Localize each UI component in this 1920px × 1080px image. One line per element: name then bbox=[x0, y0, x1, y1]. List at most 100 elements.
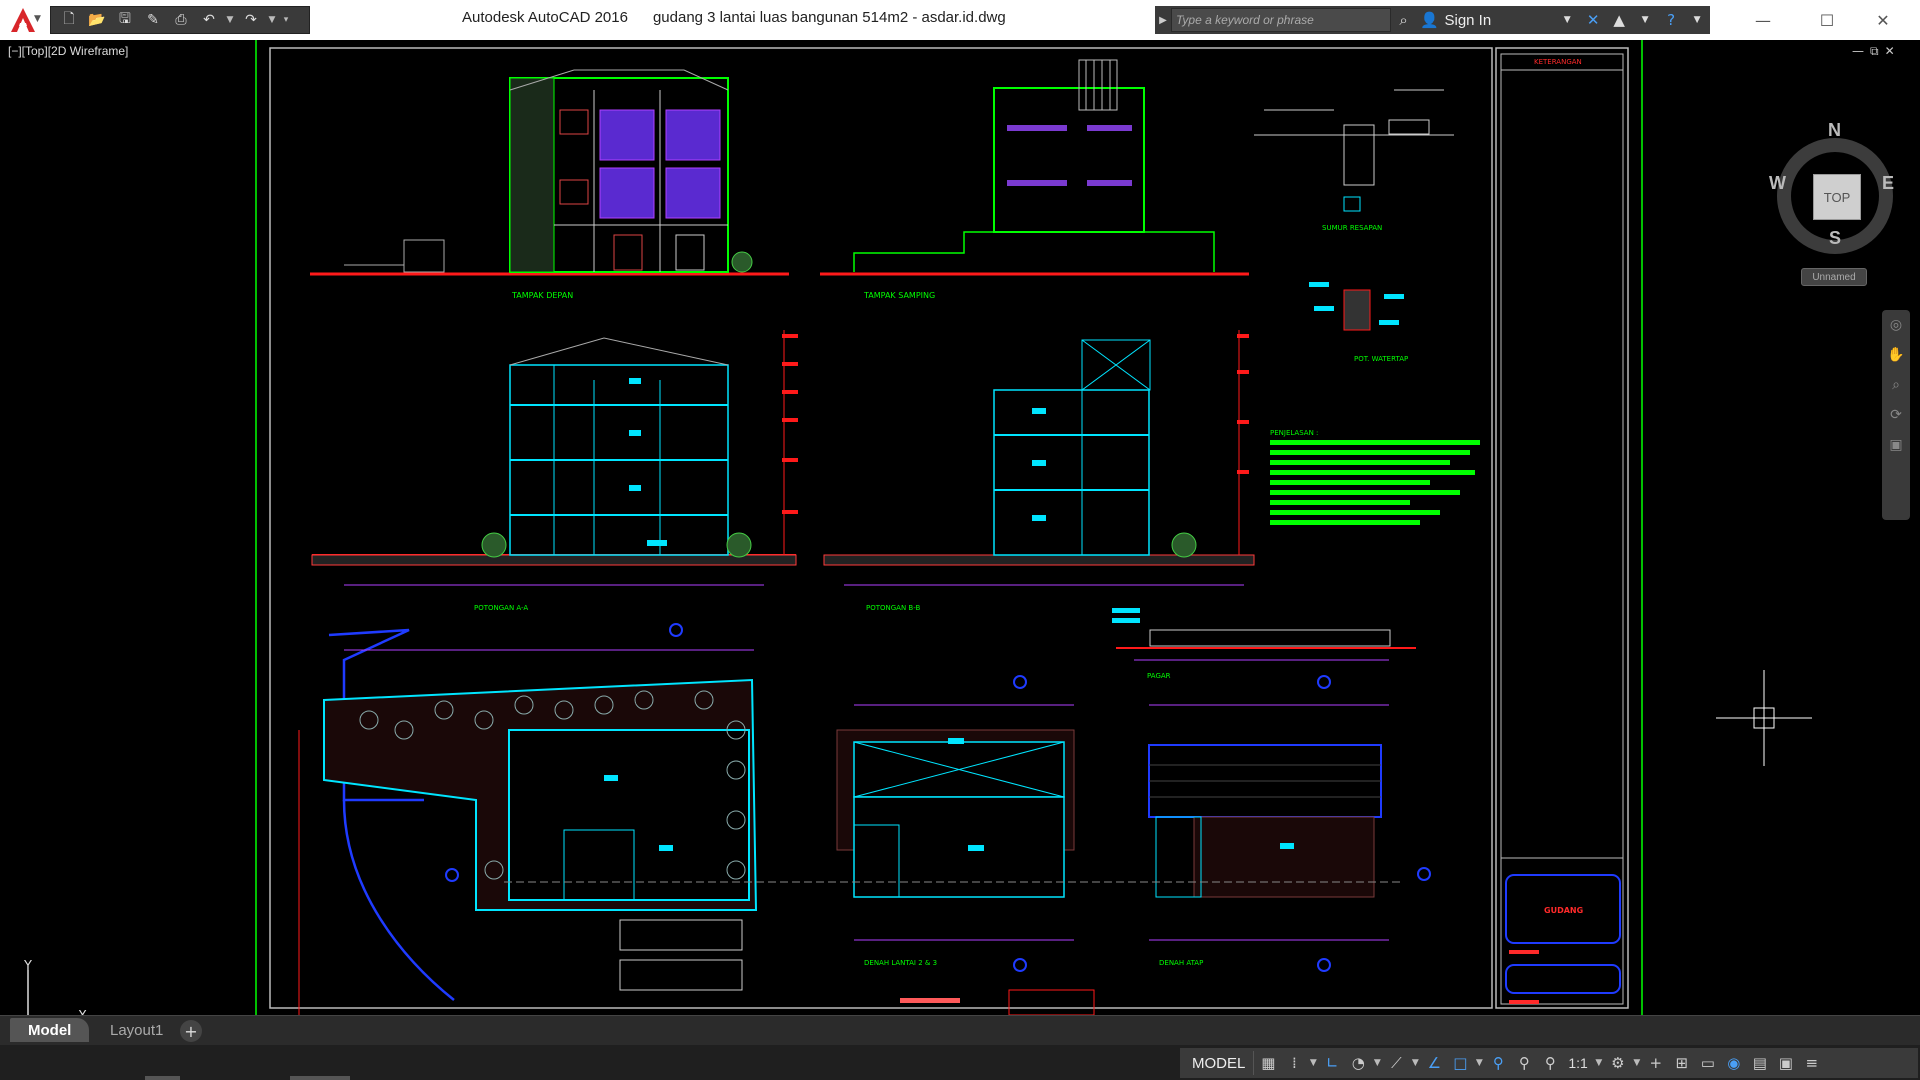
search-input[interactable] bbox=[1170, 8, 1391, 32]
annotation-scale-value[interactable]: 1:1 bbox=[1568, 1055, 1588, 1071]
compass-east[interactable]: E bbox=[1882, 173, 1895, 193]
isodraft-icon[interactable]: ⟋ bbox=[1391, 1054, 1402, 1072]
search-expand-icon[interactable]: ▶ bbox=[1159, 14, 1167, 26]
save-as-icon[interactable]: ✎ bbox=[147, 12, 159, 28]
front-elevation-drawing: TAMPAK DEPAN bbox=[310, 69, 789, 300]
showmotion-icon[interactable]: ▣ bbox=[1889, 437, 1903, 453]
notes-block: PENJELASAN : bbox=[1270, 429, 1480, 525]
clean-screen-icon[interactable]: ▣ bbox=[1778, 1054, 1793, 1072]
notes-title: PENJELASAN : bbox=[1270, 429, 1318, 437]
scale-dropdown-icon[interactable]: ▼ bbox=[1595, 1058, 1603, 1068]
compass-north[interactable]: N bbox=[1828, 120, 1841, 140]
application-menu-button[interactable] bbox=[4, 4, 42, 36]
status-bar: MODEL ▦ ⁞ ▼ ∟ ◔ ▼ ⟋ ▼ ∠ □ ▼ ⚲ ⚲ ⚲ 1:1 ▼ … bbox=[0, 1045, 1920, 1080]
ucs-x-label: X bbox=[78, 1009, 87, 1015]
zoom-icon[interactable]: ⌕ bbox=[1892, 377, 1900, 393]
title-bar: ▼ 🗋 📂 🖫 ✎ ⎙ ↶ ▼ ↷ ▼ ▾ Autodesk AutoCAD 2… bbox=[0, 0, 1920, 40]
annotation-monitor-icon[interactable]: + bbox=[1649, 1054, 1663, 1072]
project-name-label: GUDANG bbox=[1544, 906, 1583, 915]
model-space-button[interactable]: MODEL bbox=[1184, 1051, 1255, 1075]
caption-section-a: POTONGAN A-A bbox=[474, 604, 528, 612]
window-title: Autodesk AutoCAD 2016 gudang 3 lantai lu… bbox=[462, 9, 1006, 26]
open-file-icon[interactable]: 📂 bbox=[88, 12, 106, 28]
undo-icon[interactable]: ↶ bbox=[203, 12, 215, 28]
section-a-drawing: POTONGAN A-A bbox=[311, 330, 798, 612]
tab-layout1[interactable]: Layout1 bbox=[110, 1021, 164, 1039]
polar-dropdown-icon[interactable]: ▼ bbox=[1373, 1058, 1381, 1068]
plot-icon[interactable]: ⎙ bbox=[175, 12, 187, 28]
viewcube-top-face[interactable]: TOP bbox=[1813, 174, 1861, 220]
customize-qat-icon[interactable]: ▾ bbox=[283, 15, 289, 25]
pan-icon[interactable]: ✋ bbox=[1887, 347, 1905, 363]
cad-drawing[interactable]: TAMPAK DEPAN TAMPAK SAMPING bbox=[4, 40, 1916, 1015]
viewport-controls-label[interactable]: [−][Top][2D Wireframe] bbox=[8, 44, 129, 58]
snap-dropdown-icon[interactable]: ▼ bbox=[1309, 1058, 1317, 1068]
caption-front-elevation: TAMPAK DEPAN bbox=[511, 291, 573, 300]
workspace-gear-icon[interactable]: ⚙ bbox=[1611, 1054, 1625, 1072]
object-snap-icon[interactable]: □ bbox=[1453, 1054, 1468, 1072]
compass-west[interactable]: W bbox=[1769, 173, 1786, 193]
snap-icon[interactable]: ⁞ bbox=[1291, 1054, 1297, 1072]
exchange-icon[interactable]: ✕ bbox=[1586, 11, 1600, 29]
viewport-minimize-button[interactable]: — bbox=[1852, 44, 1864, 58]
viewport-window-controls: — ⧉ ✕ bbox=[1852, 44, 1895, 59]
caption-floor-plan-2-3: DENAH LANTAI 2 & 3 bbox=[864, 959, 937, 967]
object-snap-tracking-icon[interactable]: ∠ bbox=[1427, 1054, 1442, 1072]
sign-in-dropdown-icon[interactable]: ▼ bbox=[1563, 15, 1571, 25]
minimize-button[interactable]: — bbox=[1755, 10, 1771, 30]
customization-icon[interactable]: ≡ bbox=[1805, 1054, 1819, 1072]
isodraft-dropdown-icon[interactable]: ▼ bbox=[1411, 1058, 1419, 1068]
ortho-icon[interactable]: ∟ bbox=[1326, 1054, 1339, 1072]
object-snap-dropdown-icon[interactable]: ▼ bbox=[1475, 1058, 1483, 1068]
viewport-restore-button[interactable]: ⧉ bbox=[1870, 44, 1879, 58]
ucs-icon: Y X bbox=[24, 960, 87, 1015]
title-block-header: KETERANGAN bbox=[1534, 58, 1582, 66]
tab-model[interactable]: Model bbox=[10, 1018, 90, 1042]
sumur-resapan-detail: SUMUR RESAPAN bbox=[1254, 89, 1454, 232]
orbit-icon[interactable]: ⟳ bbox=[1890, 407, 1902, 423]
viewcube[interactable]: TOP N S E W bbox=[1769, 120, 1899, 254]
compass-south[interactable]: S bbox=[1829, 228, 1842, 248]
caption-watertap: POT. WATERTAP bbox=[1354, 355, 1408, 363]
workspace-dropdown-icon[interactable]: ▼ bbox=[1633, 1058, 1641, 1068]
help-dropdown-icon[interactable]: ▼ bbox=[1693, 15, 1701, 25]
units-icon[interactable]: ⊞ bbox=[1675, 1054, 1689, 1072]
status-bar-tools: MODEL ▦ ⁞ ▼ ∟ ◔ ▼ ⟋ ▼ ∠ □ ▼ ⚲ ⚲ ⚲ 1:1 ▼ … bbox=[1180, 1048, 1918, 1078]
site-plan-drawing bbox=[298, 623, 758, 1015]
steering-wheel-icon[interactable]: ◎ bbox=[1889, 317, 1903, 333]
help-icon[interactable]: ? bbox=[1667, 11, 1676, 29]
chevron-down-icon[interactable]: ▼ bbox=[34, 14, 41, 24]
save-icon[interactable]: 🖫 bbox=[119, 11, 131, 27]
hardware-acceleration-icon[interactable]: ▤ bbox=[1752, 1054, 1767, 1072]
a360-dropdown-icon[interactable]: ▼ bbox=[1641, 15, 1649, 25]
new-file-icon[interactable]: 🗋 bbox=[63, 11, 75, 27]
undo-dropdown-icon[interactable]: ▼ bbox=[226, 15, 234, 25]
grid-icon[interactable]: ▦ bbox=[1261, 1054, 1276, 1072]
auto-scale-icon[interactable]: ⚲ bbox=[1518, 1054, 1530, 1072]
caption-roof-plan: DENAH ATAP bbox=[1159, 959, 1203, 967]
quick-properties-icon[interactable]: ▭ bbox=[1700, 1054, 1715, 1072]
fence-drawing: PAGAR bbox=[1112, 608, 1416, 680]
annotation-scale-icon[interactable]: ⚲ bbox=[1544, 1054, 1556, 1072]
wcs-menu[interactable]: Unnamed bbox=[1801, 268, 1867, 286]
floor-plan-2-3-drawing: DENAH LANTAI 2 & 3 bbox=[836, 675, 1075, 972]
autodesk-a360-icon[interactable]: ▲ bbox=[1613, 11, 1625, 29]
info-center: ▶ ⌕ 👤 Sign In ▼ ✕ ▲ ▼ ? ▼ bbox=[1155, 6, 1710, 34]
maximize-button[interactable]: ☐ bbox=[1819, 10, 1835, 30]
redo-icon[interactable]: ↷ bbox=[245, 12, 257, 28]
isolate-objects-icon[interactable]: ◉ bbox=[1727, 1054, 1741, 1072]
crosshair-cursor-icon bbox=[1716, 670, 1812, 766]
layout-tabs: Model Layout1 + bbox=[0, 1015, 1920, 1045]
binoculars-icon[interactable]: ⌕ bbox=[1399, 11, 1408, 29]
user-icon[interactable]: 👤 bbox=[1420, 11, 1439, 29]
viewport-close-button[interactable]: ✕ bbox=[1884, 44, 1895, 58]
redo-dropdown-icon[interactable]: ▼ bbox=[268, 15, 276, 25]
close-button[interactable]: ✕ bbox=[1876, 10, 1890, 30]
section-b-drawing: POTONGAN B-B bbox=[823, 330, 1255, 612]
sign-in-button[interactable]: Sign In bbox=[1444, 11, 1492, 29]
polar-tracking-icon[interactable]: ◔ bbox=[1351, 1054, 1365, 1072]
annotation-visibility-icon[interactable]: ⚲ bbox=[1492, 1054, 1504, 1072]
drawing-viewport[interactable]: [−][Top][2D Wireframe] — ⧉ ✕ bbox=[4, 40, 1916, 1015]
add-layout-button[interactable]: + bbox=[180, 1020, 202, 1042]
